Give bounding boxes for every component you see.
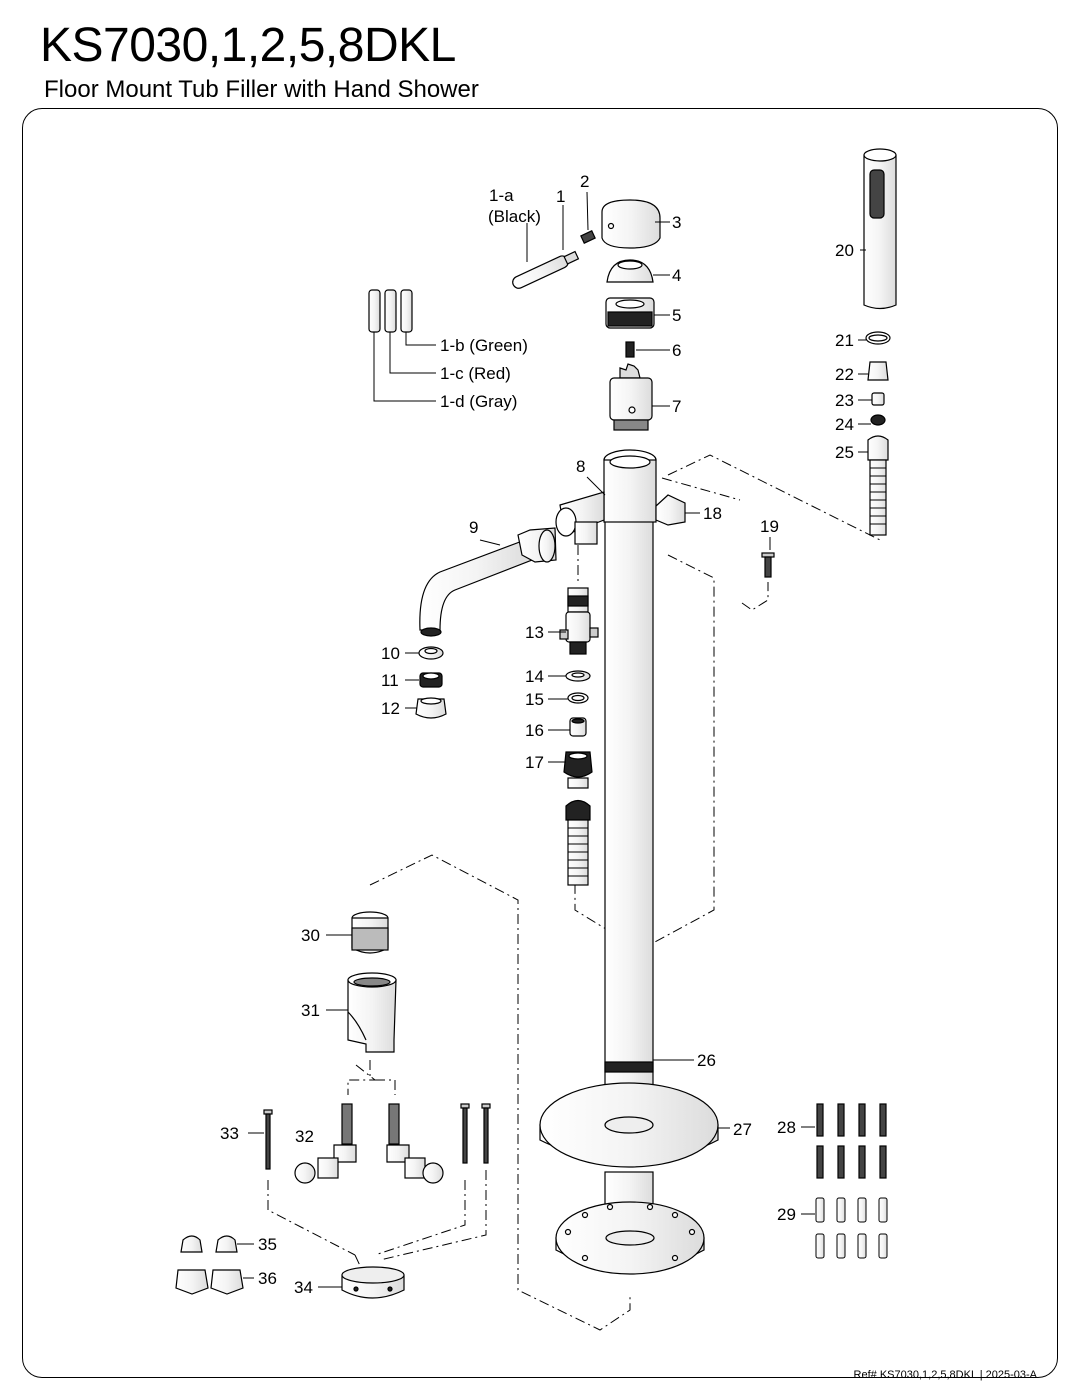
label-36: 36 [258, 1269, 277, 1288]
spout [419, 539, 533, 631]
spring [625, 341, 635, 358]
label-9: 9 [469, 518, 478, 537]
label-2: 2 [580, 172, 589, 191]
handle-assembly [512, 199, 661, 431]
label-32: 32 [295, 1127, 314, 1146]
label-7: 7 [672, 397, 681, 416]
holder-screw [761, 552, 775, 578]
label-29: 29 [777, 1205, 796, 1224]
rough-in-base [341, 1266, 405, 1284]
reference-number: Ref# KS7030,1,2,5,8DKL | 2025-03-A [853, 1369, 1037, 1381]
rough-in-housing [347, 979, 397, 1053]
diagram-frame [22, 108, 1058, 1378]
cartridge [609, 377, 653, 421]
label-17: 17 [525, 753, 544, 772]
label-5: 5 [672, 306, 681, 325]
label-27: 27 [733, 1120, 752, 1139]
label-22: 22 [835, 365, 854, 384]
label-31: 31 [301, 1001, 320, 1020]
assembly-lines [267, 454, 881, 1331]
page-title: KS7030,1,2,5,8DKL [40, 19, 456, 72]
label-3: 3 [672, 213, 681, 232]
valve-body [603, 459, 657, 523]
label-1b: 1-b (Green) [440, 336, 528, 355]
rough-in-assembly [175, 911, 491, 1299]
label-1a: 1-a [489, 186, 514, 205]
label-10: 10 [381, 644, 400, 663]
label-34: 34 [294, 1278, 313, 1297]
label-24: 24 [835, 415, 854, 434]
main-riser-tube [604, 519, 654, 1131]
diverter-assembly [559, 587, 599, 886]
label-8: 8 [576, 457, 585, 476]
page-subtitle: Floor Mount Tub Filler with Hand Shower [44, 76, 479, 103]
part-labels: 1-a (Black) 1 2 3 4 5 6 7 8 9 10 11 12 1… [220, 172, 854, 1297]
diverter [565, 611, 591, 643]
label-14: 14 [525, 667, 544, 686]
floor-bolts [816, 1103, 887, 1179]
label-30: 30 [301, 926, 320, 945]
label-16: 16 [525, 721, 544, 740]
label-35: 35 [258, 1235, 277, 1254]
body-assembly [415, 449, 686, 1131]
label-25: 25 [835, 443, 854, 462]
label-33: 33 [220, 1124, 239, 1143]
label-4: 4 [672, 266, 681, 285]
hand-shower-assembly [863, 148, 897, 536]
label-1c: 1-c (Red) [440, 364, 511, 383]
label-6: 6 [672, 341, 681, 360]
label-19: 19 [760, 517, 779, 536]
floor-base [539, 1082, 719, 1275]
label-21: 21 [835, 331, 854, 350]
label-23: 23 [835, 391, 854, 410]
shower-holder [655, 494, 686, 526]
label-26: 26 [697, 1051, 716, 1070]
label-15: 15 [525, 690, 544, 709]
label-12: 12 [381, 699, 400, 718]
label-18: 18 [703, 504, 722, 523]
handle-cap [601, 199, 661, 249]
handle-color-options [368, 289, 413, 333]
leader-lines [237, 191, 872, 1288]
set-screw [580, 230, 596, 244]
label-1: 1 [556, 187, 565, 206]
label-28: 28 [777, 1118, 796, 1137]
label-11: 11 [381, 671, 399, 690]
label-20: 20 [835, 241, 854, 260]
floor-anchors [815, 1197, 888, 1259]
label-13: 13 [525, 623, 544, 642]
label-1a-color: (Black) [488, 207, 541, 226]
label-1d: 1-d (Gray) [440, 392, 517, 411]
handle-lever [512, 250, 580, 289]
